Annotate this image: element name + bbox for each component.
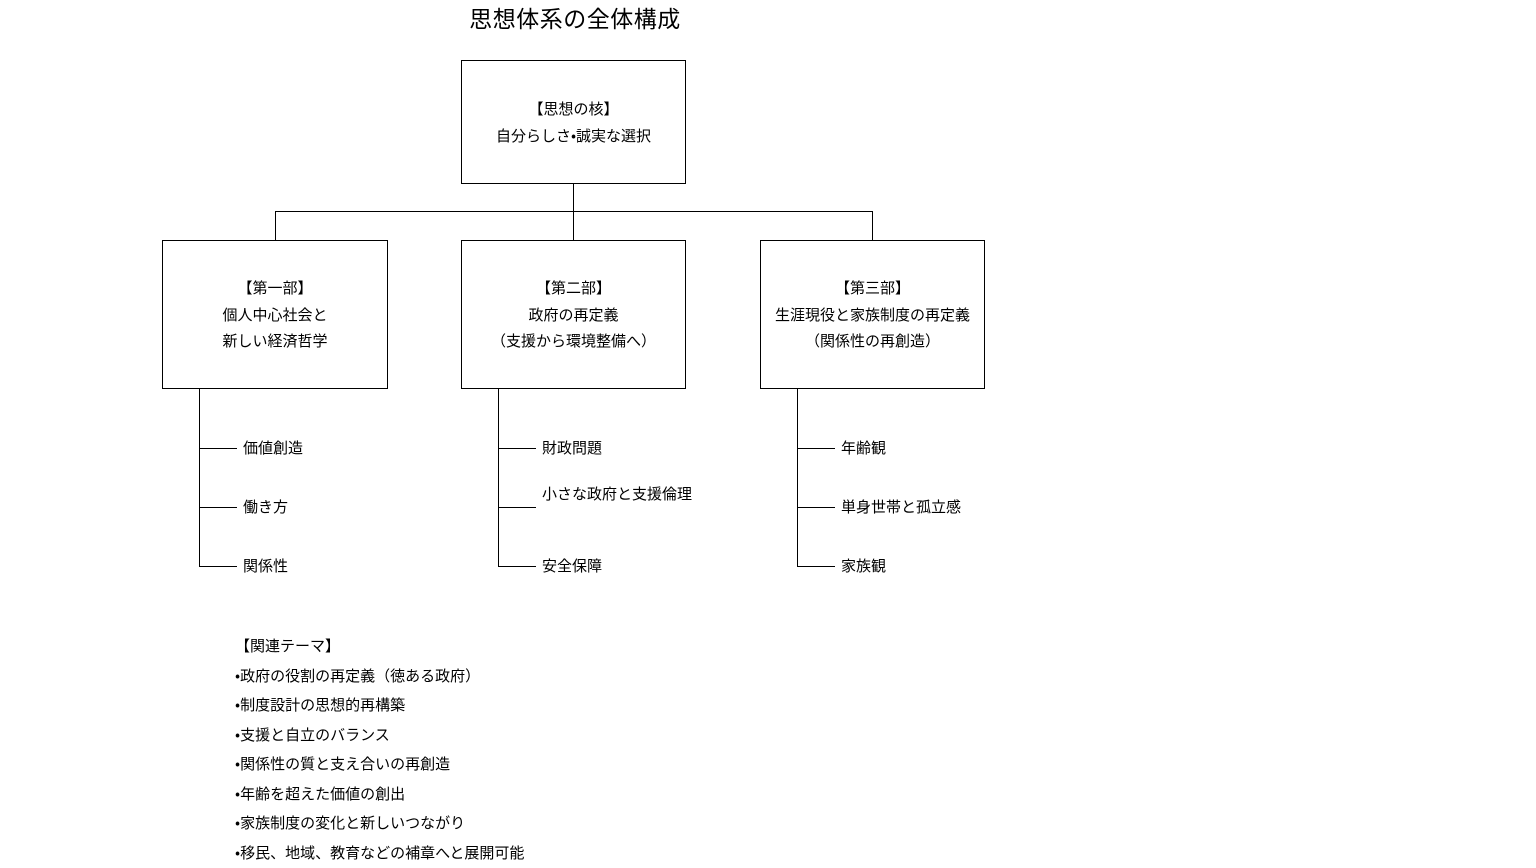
branch-item-label: 働き方 <box>243 494 399 520</box>
node-core-subtitle: 自分らしさ・誠実な選択 <box>496 123 651 149</box>
connector-drop-part-2 <box>573 211 574 241</box>
branch-tick-icon <box>498 566 536 567</box>
branch-item-label: 単身世帯と孤立感 <box>841 494 1017 520</box>
branch-tick-icon <box>199 448 237 449</box>
connector-horizontal-bus <box>275 211 873 212</box>
related-theme-item: ・支援と自立のバランス <box>235 721 855 751</box>
node-core-title: 【思想の核】 <box>528 96 618 122</box>
node-part-1[interactable]: 【第一部】 個人中心社会と 新しい経済哲学 <box>162 240 388 389</box>
node-part-1-line2: 個人中心社会と <box>222 302 327 328</box>
related-theme-item: ・関係性の質と支え合いの再創造 <box>235 750 855 780</box>
branch-tick-icon <box>797 507 835 508</box>
branch-item[interactable]: 家族観 <box>797 553 1017 579</box>
branch-item[interactable]: 財政問題 <box>498 435 698 461</box>
related-theme-item: ・政府の役割の再定義（徳ある政府） <box>235 662 855 692</box>
branch-tick-icon <box>498 507 536 508</box>
branch-tick-icon <box>199 566 237 567</box>
node-part-2-line3: （支援から環境整備へ） <box>491 328 656 354</box>
node-part-1-line3: 新しい経済哲学 <box>222 328 327 354</box>
page-title: 思想体系の全体構成 <box>0 5 1150 35</box>
branch-stem-part-1 <box>199 389 200 566</box>
branch-item[interactable]: 働き方 <box>199 494 399 520</box>
branch-item[interactable]: 価値創造 <box>199 435 399 461</box>
branch-tick-icon <box>199 507 237 508</box>
related-themes-heading: 【関連テーマ】 <box>235 632 855 662</box>
branch-tick-icon <box>797 566 835 567</box>
branch-tick-icon <box>797 448 835 449</box>
node-part-2-title: 【第二部】 <box>536 275 611 301</box>
node-part-2-line2: 政府の再定義 <box>528 302 618 328</box>
node-part-1-title: 【第一部】 <box>237 275 312 301</box>
branch-stem-part-2 <box>498 389 499 567</box>
node-part-3[interactable]: 【第三部】 生涯現役と家族制度の再定義 （関係性の再創造） <box>760 240 985 389</box>
branch-item-label: 家族観 <box>841 553 1017 579</box>
connector-drop-part-1 <box>275 211 276 241</box>
node-part-3-title: 【第三部】 <box>835 275 910 301</box>
branch-item-label: 関係性 <box>243 553 399 579</box>
branch-stem-part-3 <box>797 389 798 566</box>
node-core[interactable]: 【思想の核】 自分らしさ・誠実な選択 <box>461 60 686 184</box>
connector-core-trunk <box>573 184 574 212</box>
related-theme-item: ・年齢を超えた価値の創出 <box>235 780 855 810</box>
branch-item-label: 安全保障 <box>542 553 698 579</box>
branch-item[interactable]: 年齢観 <box>797 435 1017 461</box>
branch-item[interactable]: 単身世帯と孤立感 <box>797 494 1017 520</box>
branch-item[interactable]: 安全保障 <box>498 553 698 579</box>
node-part-3-line3: （関係性の再創造） <box>805 328 940 354</box>
branch-item[interactable]: 関係性 <box>199 553 399 579</box>
branch-item-label: 価値創造 <box>243 435 399 461</box>
related-theme-item: ・制度設計の思想的再構築 <box>235 691 855 721</box>
branch-item-label: 小さな政府と支援倫理 <box>542 481 694 507</box>
related-theme-item: ・家族制度の変化と新しいつながり <box>235 809 855 839</box>
branch-item-label: 財政問題 <box>542 435 698 461</box>
connector-drop-part-3 <box>872 211 873 241</box>
branch-tick-icon <box>498 448 536 449</box>
node-part-3-line2: 生涯現役と家族制度の再定義 <box>775 302 970 328</box>
branch-item[interactable]: 小さな政府と支援倫理 <box>498 481 694 507</box>
related-themes-block: 【関連テーマ】 ・政府の役割の再定義（徳ある政府） ・制度設計の思想的再構築 ・… <box>235 632 855 868</box>
branch-item-label: 年齢観 <box>841 435 1017 461</box>
node-part-2[interactable]: 【第二部】 政府の再定義 （支援から環境整備へ） <box>461 240 686 389</box>
